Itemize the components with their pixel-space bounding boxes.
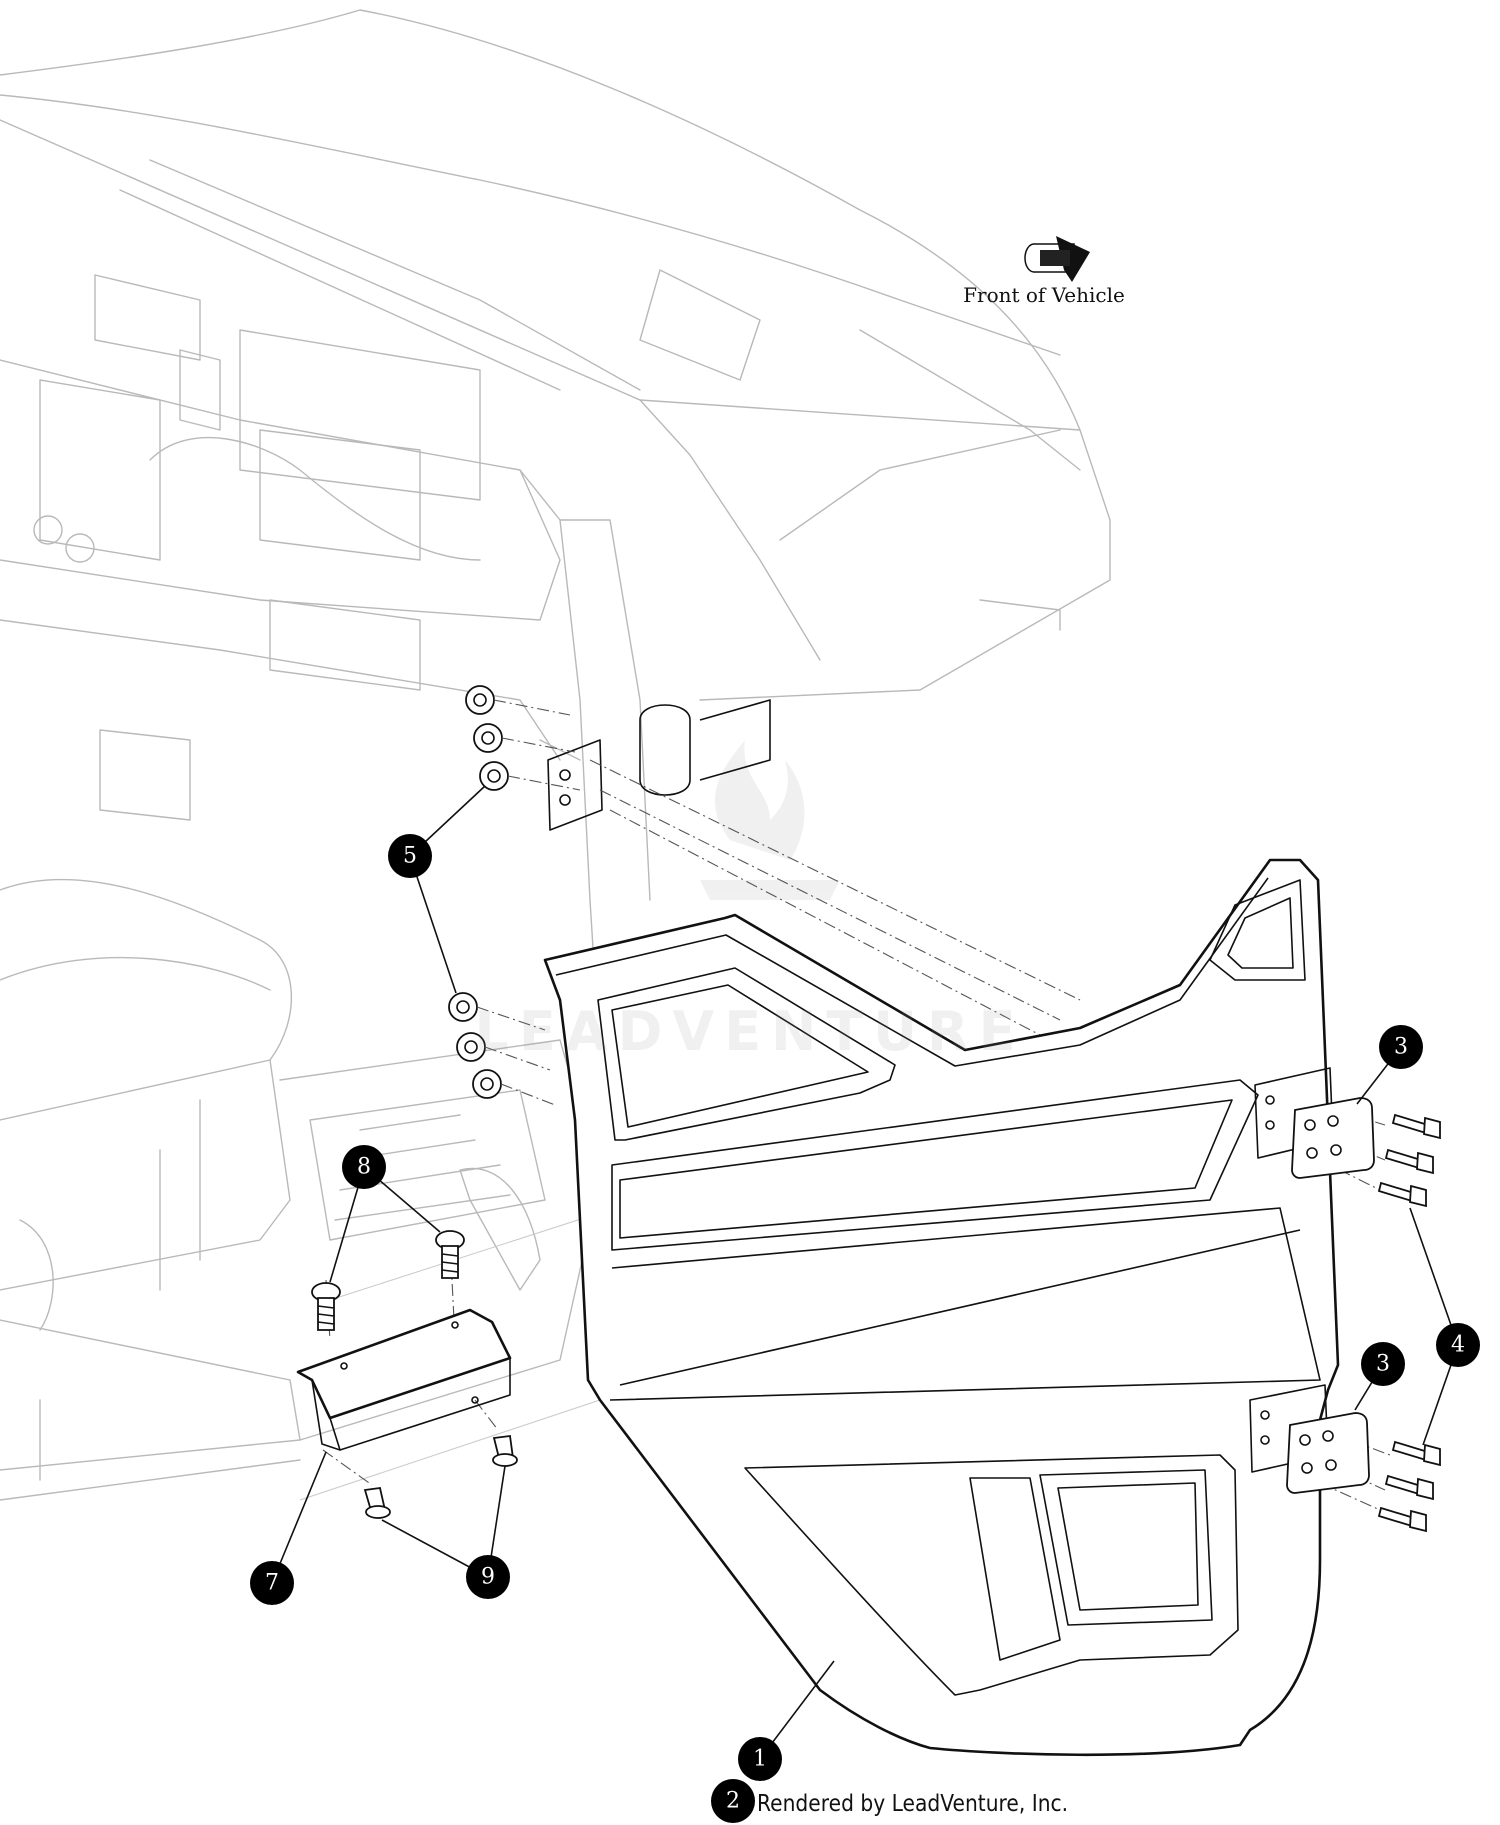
sill-plate	[296, 1308, 512, 1451]
flange-nut	[448, 992, 478, 1022]
bolt-group-upper	[1377, 1113, 1441, 1208]
flange-nut	[473, 723, 503, 753]
flange-bolt	[1377, 1506, 1427, 1533]
callout-9: 9	[466, 1555, 510, 1599]
callout-number: 5	[403, 844, 417, 869]
direction-arrow-icon	[1024, 236, 1090, 282]
door-panel	[543, 858, 1340, 1757]
callout-number: 7	[265, 1571, 279, 1596]
callout-3-upper: 3	[1379, 1025, 1423, 1069]
callout-number: 2	[726, 1789, 740, 1814]
callout-number: 1	[753, 1747, 767, 1772]
callout-number: 4	[1451, 1333, 1465, 1358]
push-rivet	[363, 1486, 391, 1519]
hinge-plate-lower	[1249, 1384, 1370, 1494]
upper-hinge-mount	[547, 699, 771, 831]
watermark-emblem	[700, 740, 840, 900]
vehicle-background	[0, 9, 1111, 1501]
callout-1: 1	[738, 1737, 782, 1781]
callout-4: 4	[1436, 1323, 1480, 1367]
nut-group-upper	[465, 685, 509, 791]
callout-number: 3	[1394, 1035, 1408, 1060]
callout-8: 8	[342, 1145, 386, 1189]
push-rivet	[492, 1434, 518, 1467]
bolt-group-lower	[1377, 1440, 1441, 1533]
pan-head-screw	[311, 1282, 341, 1331]
callout-2: 2	[711, 1779, 755, 1823]
flange-bolt	[1384, 1474, 1434, 1501]
callout-5: 5	[388, 834, 432, 878]
watermark-text: LEADVENTURE	[474, 1000, 1026, 1063]
flange-bolt	[1391, 1113, 1441, 1140]
front-of-vehicle-label: Front of Vehicle	[963, 283, 1125, 307]
hinge-plate-upper	[1254, 1067, 1375, 1179]
pan-head-screw	[435, 1230, 465, 1279]
flange-bolt	[1384, 1148, 1434, 1175]
callout-number: 3	[1376, 1352, 1390, 1377]
callout-number: 8	[357, 1155, 371, 1180]
flange-nut	[472, 1069, 502, 1099]
callout-number: 9	[481, 1565, 495, 1590]
callout-7: 7	[250, 1561, 294, 1605]
flange-nut	[465, 685, 495, 715]
flange-bolt	[1377, 1181, 1427, 1208]
flange-bolt	[1391, 1440, 1441, 1467]
render-credit: Rendered by LeadVenture, Inc.	[757, 1791, 1069, 1817]
nut-group-lower	[448, 992, 502, 1099]
callout-3-lower: 3	[1361, 1342, 1405, 1386]
